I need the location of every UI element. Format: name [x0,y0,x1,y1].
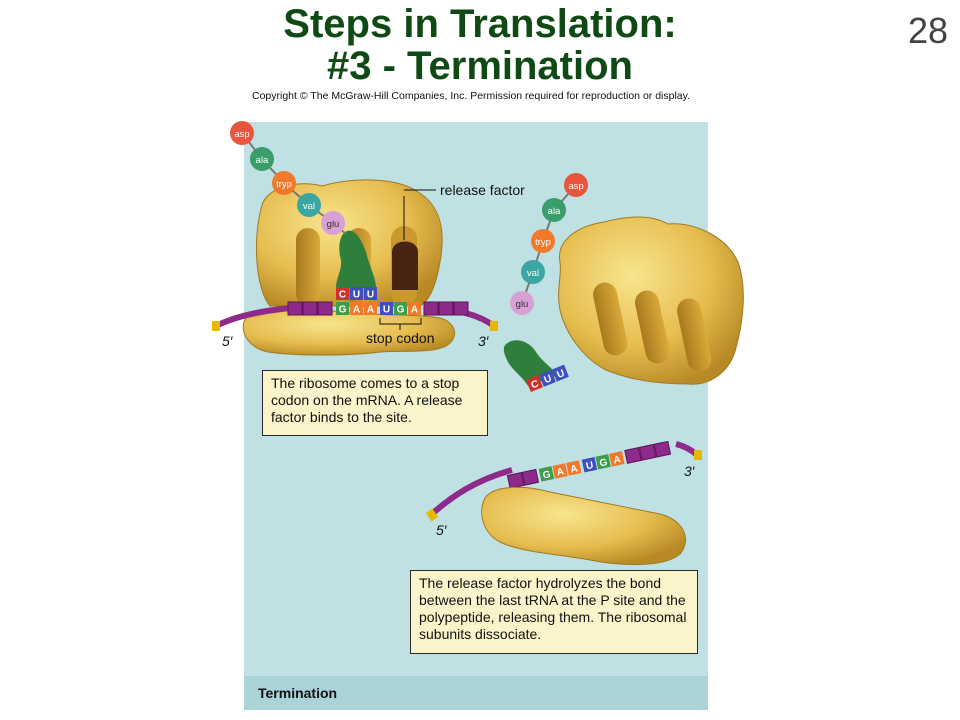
ribosome-small-subunit-free [481,486,686,566]
copyright-notice: Copyright © The McGraw-Hill Companies, I… [252,90,691,102]
slide-number: 28 [907,10,948,51]
svg-text:G: G [599,457,609,469]
amino-acid-label: glu [327,219,340,230]
three-prime-label-bottom: 3′ [684,463,696,479]
svg-text:G: G [397,305,405,316]
svg-text:G: G [542,469,552,481]
amino-acid-label: glu [516,299,529,310]
amino-acid-label: val [527,268,539,279]
svg-text:A: A [411,305,418,316]
trna-anticodon-released: C U U [526,364,569,393]
amino-acid-label: tryp [276,179,292,190]
svg-text:A: A [569,463,578,475]
svg-text:U: U [367,290,374,301]
amino-acid-label: ala [548,206,561,217]
trna-p-site [336,230,376,288]
polypeptide-chain-released: asp ala tryp val glu [510,173,588,315]
svg-text:C: C [530,379,541,392]
stop-codon-bracket [379,318,422,330]
trna-anticodon-top: C U U [336,287,377,301]
release-factor-label: release factor [440,182,525,198]
svg-text:U: U [585,460,594,472]
three-prime-label-top: 3′ [478,333,490,349]
caption-step-2: The release factor hydrolyzes the bond b… [410,570,698,654]
mrna-strand-bottom: G A A U G A [425,440,702,522]
mrna-strand-top: G A A U G A [212,301,498,331]
slide-title-line-2: #3 - Termination [327,44,633,88]
polypeptide-chain-top: asp ala tryp val glu [230,121,347,235]
svg-text:A: A [353,305,360,316]
amino-acid-label: val [303,201,315,212]
caption-step-1: The ribosome comes to a stop codon on th… [262,370,488,436]
svg-text:U: U [543,373,554,386]
slide-title-line-1: Steps in Translation: [283,2,677,46]
ribosome-large-subunit-free [558,216,744,385]
amino-acid-label: tryp [535,237,551,248]
amino-acid-label: asp [234,129,249,140]
svg-text:C: C [339,290,346,301]
svg-text:U: U [556,368,567,381]
svg-text:G: G [339,305,347,316]
panel-footer: Termination [244,676,708,710]
svg-text:A: A [556,466,565,478]
svg-text:A: A [367,305,374,316]
release-factor [392,241,418,290]
amino-acid-label: ala [256,155,269,166]
panel-label: Termination [258,685,338,701]
five-prime-label-bottom: 5′ [436,522,448,538]
stop-codon-label: stop codon [366,330,435,346]
amino-acid-label: asp [568,181,583,192]
svg-text:U: U [383,305,390,316]
svg-text:A: A [612,454,621,466]
svg-text:U: U [353,290,360,301]
five-prime-label-top: 5′ [222,333,234,349]
